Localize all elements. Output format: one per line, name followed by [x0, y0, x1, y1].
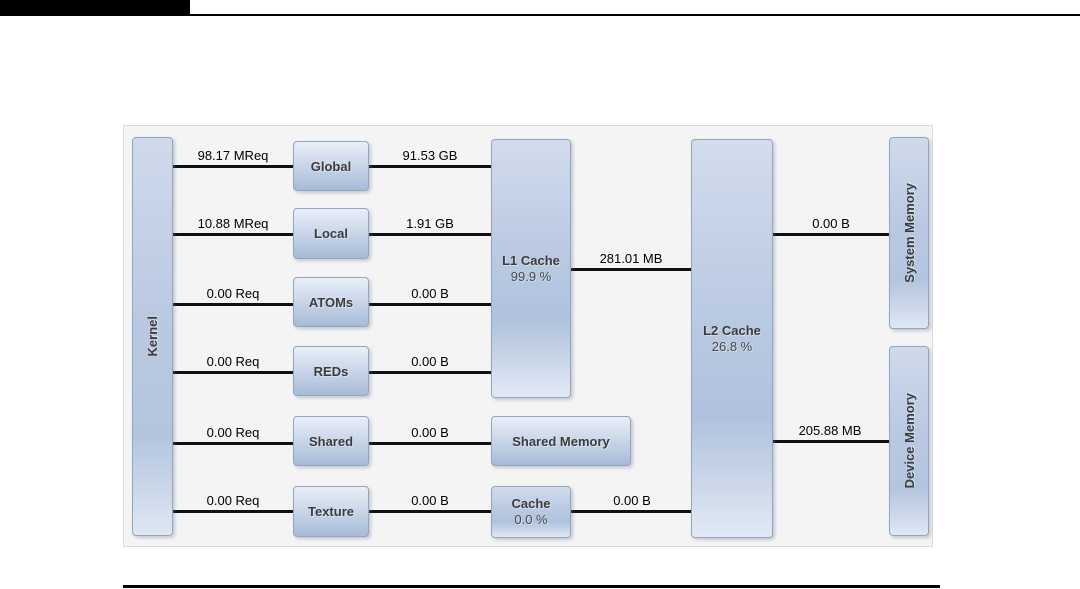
node-local: Local	[293, 208, 369, 259]
edge-label-texcache-l2: 0.00 B	[613, 493, 651, 508]
node-atoms: ATOMs	[293, 277, 369, 327]
edge-label-l2-systemmemory: 0.00 B	[812, 216, 850, 231]
node-shared-memory-label: Shared Memory	[512, 433, 610, 449]
edge-label-texture-texcache: 0.00 B	[411, 493, 449, 508]
node-l1-cache-label: L1 Cache	[502, 252, 560, 268]
node-l1-cache: L1 Cache 99.9 %	[491, 139, 571, 398]
node-global: Global	[293, 141, 369, 191]
edge-label-kernel-atoms: 0.00 Req	[206, 286, 260, 301]
edge-label-kernel-shared: 0.00 Req	[206, 425, 260, 440]
node-texture-label: Texture	[308, 504, 354, 519]
edge-label-global-l1: 91.53 GB	[402, 148, 458, 163]
edge-label-kernel-reds: 0.00 Req	[206, 354, 260, 369]
edge-line-kernel-atoms	[173, 303, 293, 306]
edge-line-l2-devicememory	[773, 440, 890, 443]
edge-line-kernel-reds	[173, 371, 293, 374]
edge-label-atoms-l1: 0.00 B	[411, 286, 449, 301]
edge-line-shared-sharedmem	[369, 442, 491, 445]
edge-label-kernel-texture: 0.00 Req	[206, 493, 260, 508]
edge-line-local-l1	[369, 233, 491, 236]
node-l2-cache: L2 Cache 26.8 %	[691, 139, 773, 538]
node-device-memory-label: Device Memory	[901, 393, 917, 489]
top-black-bar	[0, 0, 190, 16]
edge-line-kernel-local	[173, 233, 293, 236]
edge-line-atoms-l1	[369, 303, 491, 306]
node-device-memory: Device Memory	[889, 346, 929, 536]
node-shared: Shared	[293, 416, 369, 466]
node-shared-memory: Shared Memory	[491, 416, 631, 466]
edge-line-kernel-texture	[173, 510, 293, 513]
bottom-horizontal-rule	[123, 585, 940, 588]
edge-label-l2-devicememory: 205.88 MB	[798, 423, 862, 438]
node-kernel-label: Kernel	[145, 316, 160, 357]
edge-line-l2-systemmemory	[773, 233, 889, 236]
node-texture-cache-hit-rate: 0.0 %	[514, 512, 548, 527]
node-kernel: Kernel	[132, 137, 173, 536]
node-l2-cache-hit-rate: 26.8 %	[711, 338, 753, 354]
edge-label-l1-l2: 281.01 MB	[599, 251, 663, 266]
edge-label-reds-l1: 0.00 B	[411, 354, 449, 369]
edge-line-kernel-global	[173, 165, 293, 168]
node-texture-cache-label: Cache	[511, 496, 551, 511]
node-reds-label: REDs	[313, 363, 349, 379]
edge-line-reds-l1	[369, 371, 491, 374]
node-texture-cache: Cache 0.0 %	[491, 486, 571, 538]
edge-line-texture-texcache	[369, 510, 491, 513]
node-system-memory: System Memory	[889, 137, 929, 329]
edge-label-kernel-global: 98.17 MReq	[197, 148, 269, 163]
node-system-memory-label: System Memory	[901, 183, 917, 283]
node-local-label: Local	[314, 226, 348, 241]
edge-line-texcache-l2	[571, 510, 691, 513]
node-reds: REDs	[293, 346, 369, 396]
edge-label-shared-sharedmem: 0.00 B	[411, 425, 449, 440]
edge-line-l1-l2	[571, 268, 691, 271]
node-shared-label: Shared	[308, 433, 354, 449]
node-global-label: Global	[310, 158, 352, 174]
node-atoms-label: ATOMs	[308, 294, 354, 310]
node-l1-cache-hit-rate: 99.9 %	[510, 268, 552, 284]
edge-line-kernel-shared	[173, 442, 293, 445]
node-texture: Texture	[293, 486, 369, 537]
memory-diagram-panel: 98.17 MReq 91.53 GB 10.88 MReq 1.91 GB 0…	[123, 125, 933, 547]
edge-label-local-l1: 1.91 GB	[406, 216, 454, 231]
edge-line-global-l1	[369, 165, 491, 168]
node-l2-cache-label: L2 Cache	[703, 322, 761, 338]
edge-label-kernel-local: 10.88 MReq	[197, 216, 269, 231]
top-horizontal-rule	[190, 14, 1080, 16]
